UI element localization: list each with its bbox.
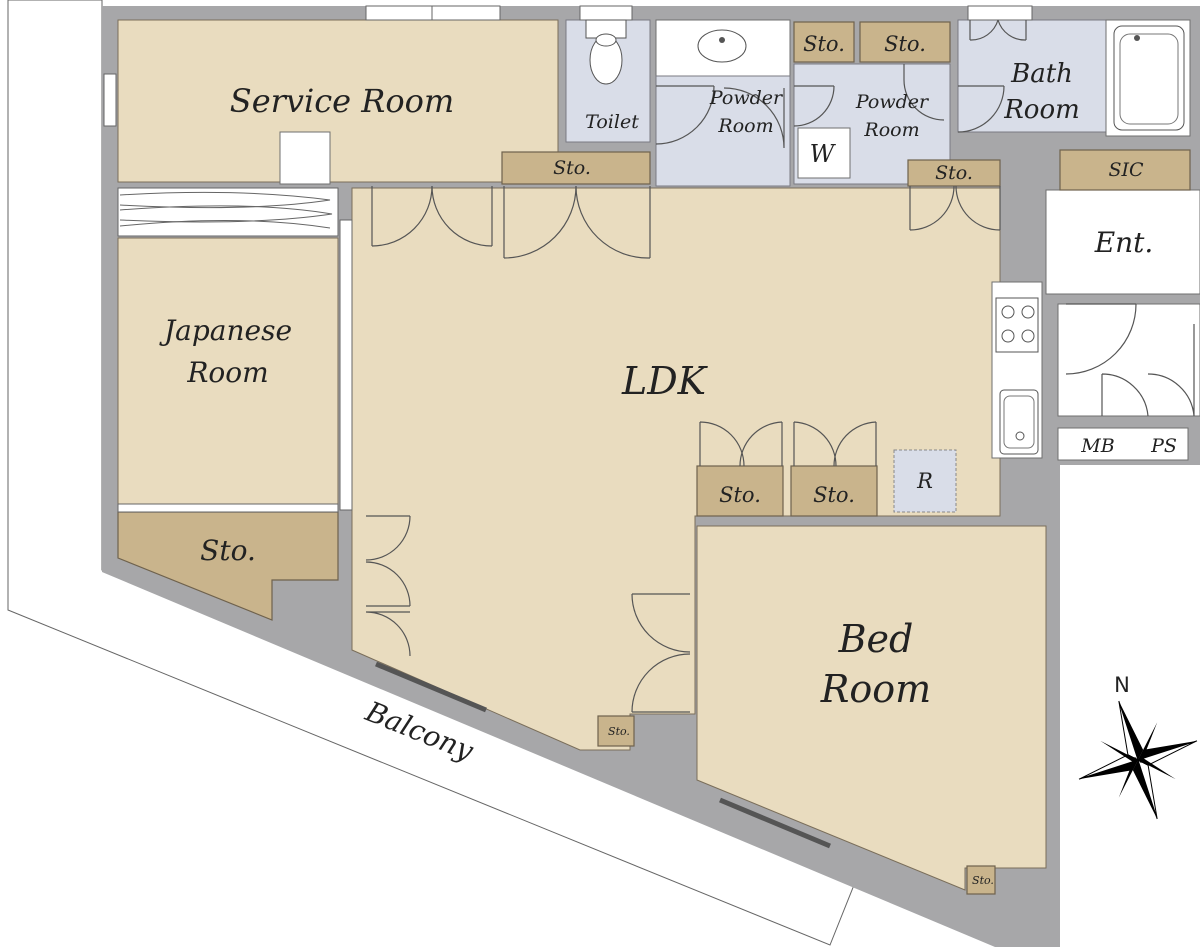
sink-fixture	[697, 29, 747, 63]
label-powder1-line1: Powder	[709, 87, 784, 109]
label-refrigerator: R	[916, 469, 933, 493]
doors	[365, 19, 1195, 713]
storage-sic	[1059, 149, 1191, 191]
window-toilet	[579, 5, 633, 21]
label-sic: SIC	[1108, 159, 1144, 181]
storage-sto-1	[501, 151, 651, 185]
label-powder1-line2: Room	[717, 115, 773, 137]
label-ldk: LDK	[621, 359, 709, 403]
label-ps: PS	[1150, 435, 1177, 457]
label-sto-top-1: Sto.	[803, 32, 845, 56]
window-north-2	[431, 5, 501, 21]
label-sto-top-2: Sto.	[884, 32, 926, 56]
storage-sto-7	[597, 715, 635, 747]
label-bath-line2: Room	[1003, 95, 1080, 125]
label-japanese-line1: Japanese	[159, 314, 292, 347]
powder-room-1	[655, 75, 791, 187]
compass-north-label: N	[1114, 673, 1130, 697]
label-toilet: Toilet	[585, 111, 639, 133]
washer-box	[797, 127, 851, 179]
storage-sto-8	[966, 865, 996, 895]
toilet-fixture	[585, 19, 627, 85]
closet-futon-shelf	[117, 187, 339, 237]
bathtub-fixture	[1113, 25, 1185, 131]
storage-sto-4	[907, 159, 1001, 187]
window-bed-balcony	[719, 797, 831, 849]
label-entrance: Ent.	[1094, 226, 1154, 259]
label-sto-ldk-2: Sto.	[813, 483, 855, 507]
label-sto-small-2: Sto.	[972, 874, 994, 887]
north-arrow-compass	[1078, 700, 1198, 820]
mb-ps-closet	[1057, 303, 1200, 417]
kitchen-sink-fixture	[999, 389, 1039, 455]
label-sto-japanese: Sto.	[200, 534, 256, 567]
service-room-column	[279, 131, 331, 185]
window-west	[103, 73, 117, 127]
mb-ps-label-box	[1057, 427, 1189, 461]
refrigerator-space	[893, 449, 957, 513]
sliding-door-japanese	[339, 219, 353, 511]
label-powder2-line1: Powder	[855, 91, 930, 113]
stove-fixture	[995, 297, 1039, 353]
label-bed-line2: Room	[820, 667, 931, 711]
japanese-room	[117, 237, 339, 505]
label-sto-hall: Sto.	[935, 162, 973, 184]
storage-sto-2	[793, 21, 855, 63]
label-service-room: Service Room	[230, 82, 454, 120]
label-mb: MB	[1080, 435, 1114, 457]
label-washer: W	[810, 140, 837, 168]
label-japanese-line2: Room	[186, 356, 268, 389]
label-sto-service: Sto.	[553, 157, 591, 179]
label-bath-line1: Bath	[1010, 59, 1073, 89]
window-ldk-balcony	[375, 661, 487, 713]
storage-sto-6	[790, 465, 878, 517]
window-north-1	[365, 5, 433, 21]
service-room	[117, 19, 559, 183]
label-bed-line1: Bed	[838, 617, 914, 661]
sliding-door-japanese-bottom	[117, 503, 339, 513]
label-powder2-line2: Room	[863, 119, 919, 141]
label-sto-ldk-1: Sto.	[719, 483, 761, 507]
label-sto-small-1: Sto.	[608, 725, 630, 738]
storage-sto-5	[696, 465, 784, 517]
entrance-hall	[1045, 189, 1200, 295]
storage-sto-3	[859, 21, 951, 63]
bed-room	[696, 525, 1047, 891]
window-bath	[967, 5, 1033, 21]
